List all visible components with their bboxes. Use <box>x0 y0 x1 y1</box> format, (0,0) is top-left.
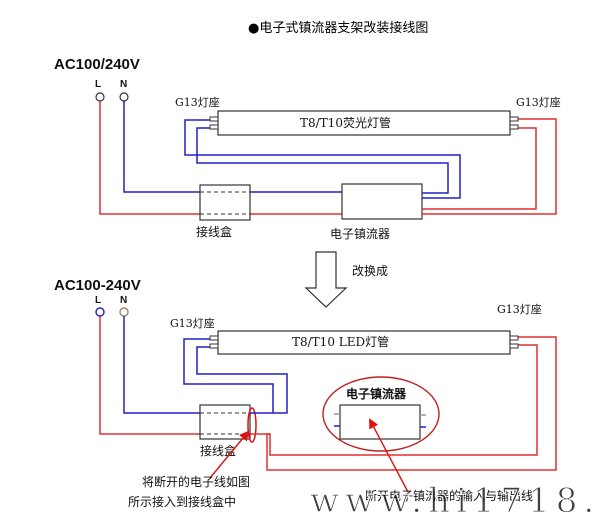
top-ballast-blue-out-1 <box>196 127 449 194</box>
top-terminal-l <box>95 92 105 102</box>
bottom-junction-box-label: 接线盒 <box>200 443 236 458</box>
top-fluorescent-tube <box>217 110 511 136</box>
junction-note-line2: 所示接入到接线盒中 <box>128 494 236 509</box>
top-live-wire-in <box>99 101 200 215</box>
top-junction-box <box>199 184 251 221</box>
top-tube-label: T8/T10荧光灯管 <box>300 115 391 130</box>
bottom-blue-out-1 <box>183 338 274 414</box>
top-ballast-blue-out-2 <box>184 119 461 199</box>
watermark: www.hi1718.com <box>310 481 600 521</box>
transition: 改换成 <box>304 251 388 308</box>
top-terminal-l-label: L <box>95 79 101 90</box>
top-ballast-red-out-1 <box>422 127 537 210</box>
top-diagram: AC100/240V L N 接线盒 电子镇流器 T8/T10荧光灯管 <box>54 56 561 241</box>
bottom-live-wire-in <box>99 316 200 435</box>
top-ballast <box>341 183 423 220</box>
bottom-ballast-disconnected <box>339 404 421 440</box>
top-terminal-n-label: N <box>120 79 127 90</box>
bottom-red-out-2 <box>266 336 557 471</box>
junction-highlight-ellipse <box>247 407 257 443</box>
top-socket-left-label: G13灯座 <box>175 95 220 109</box>
top-power-label: AC100/240V <box>54 56 140 73</box>
bottom-socket-right-label: G13灯座 <box>497 302 542 316</box>
down-arrow-icon <box>304 251 348 308</box>
bottom-blue-out-2 <box>196 346 288 414</box>
top-junction-box-label: 接线盒 <box>196 224 232 239</box>
top-ballast-red-out-2 <box>422 118 557 215</box>
bottom-diagram: AC100-240V L N 接线盒 T8/T10 LED灯管 G13灯座 G1… <box>54 277 557 509</box>
bottom-terminal-n <box>119 307 129 317</box>
ballast-highlight-ellipse <box>322 376 440 452</box>
bottom-terminal-n-label: N <box>120 295 127 306</box>
transition-label: 改换成 <box>352 264 388 278</box>
top-terminal-n <box>119 92 129 102</box>
ballast-annotation-arrow <box>369 418 409 493</box>
bottom-led-tube <box>217 330 511 355</box>
bottom-terminal-l-label: L <box>95 295 101 306</box>
bottom-power-label: AC100-240V <box>54 277 141 294</box>
bottom-terminal-l <box>95 307 105 317</box>
ballast-note: 断开电子镇流器的输入与输出线 <box>365 488 533 503</box>
bottom-ballast-label: 电子镇流器 <box>346 386 407 401</box>
bottom-neutral-wire-in <box>123 316 200 414</box>
top-ballast-label: 电子镇流器 <box>330 227 390 241</box>
junction-annotation-arrow <box>209 430 250 479</box>
top-neutral-wire-in <box>123 101 200 193</box>
bottom-socket-left-label: G13灯座 <box>170 316 215 330</box>
bottom-tube-label: T8/T10 LED灯管 <box>292 334 389 349</box>
top-socket-right-label: G13灯座 <box>516 95 561 109</box>
junction-note-line1: 将断开的电子线如图 <box>142 474 250 489</box>
diagram-title: ●电子式镇流器支架改装接线图 <box>248 20 428 36</box>
